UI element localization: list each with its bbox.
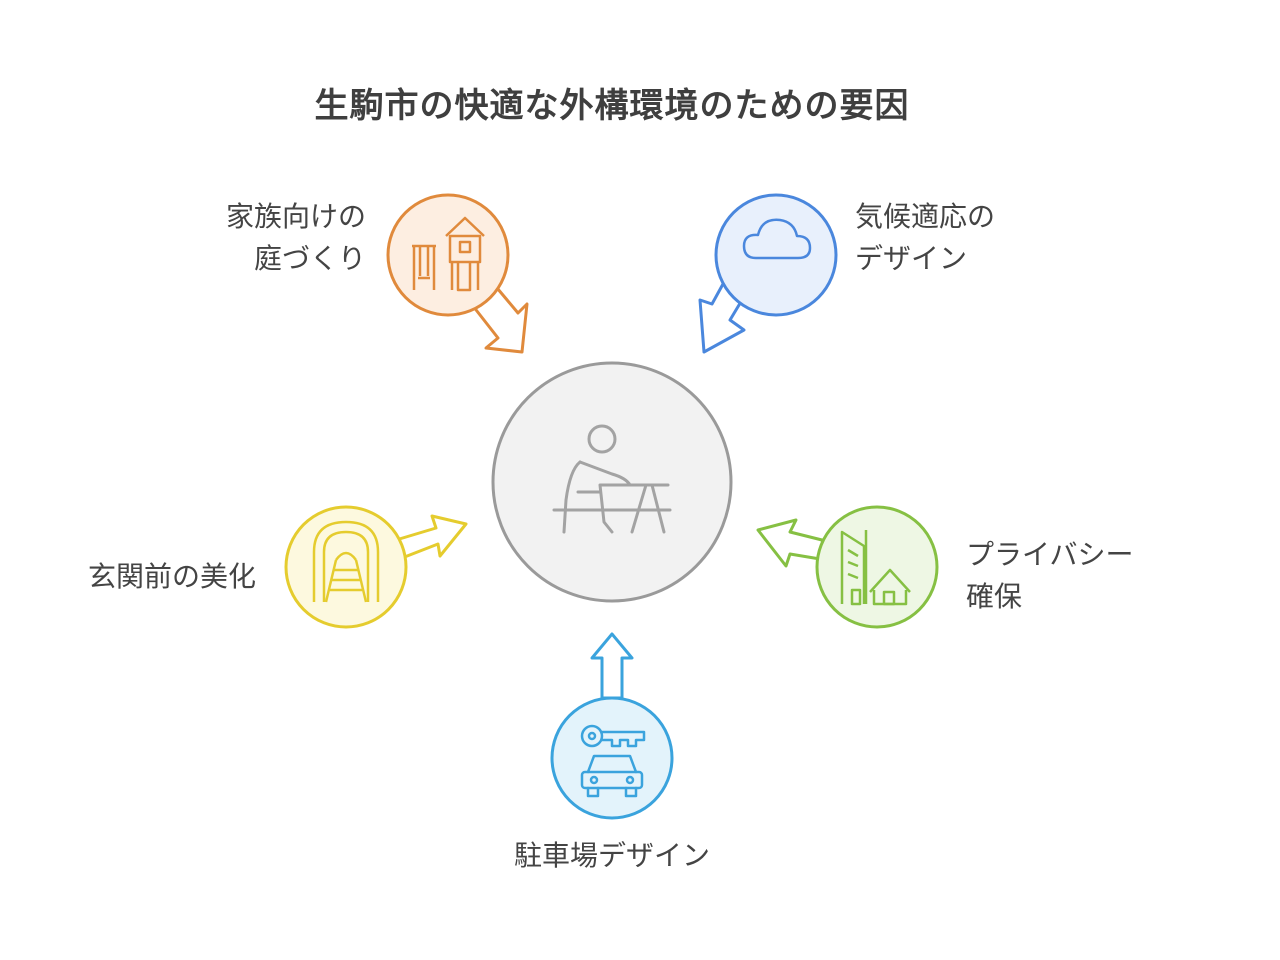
arrow-shape <box>756 518 828 568</box>
climate-design-node <box>698 193 838 354</box>
playground-icon <box>412 216 485 292</box>
family-garden-label-line1: 家族向けの <box>225 200 366 233</box>
center-node <box>491 361 733 603</box>
privacy-node <box>756 505 939 629</box>
arrow-shape <box>394 514 468 562</box>
houses-icon <box>840 530 911 606</box>
family-garden-label: 家族向けの 庭づくり <box>196 196 366 280</box>
climate-design-label-line1: 気候適応の <box>855 200 996 233</box>
climate-design-label: 気候適応の デザイン <box>855 196 1055 280</box>
person-at-table-icon <box>552 424 672 534</box>
cloud-icon <box>742 218 812 260</box>
diagram-title: 生駒市の快適な外構環境のための要因 <box>314 86 910 126</box>
entrance-beautification-node <box>284 505 468 629</box>
parking-design-node <box>550 632 674 820</box>
privacy-label: プライバシー 確保 <box>966 534 1186 618</box>
parking-design-label-line1: 駐車場デザイン <box>513 839 710 872</box>
privacy-label-line2: 確保 <box>966 580 1023 613</box>
family-garden-node <box>386 193 529 354</box>
privacy-label-line1: プライバシー <box>966 538 1134 571</box>
car-key-icon <box>580 724 646 798</box>
entrance-beautification-label: 玄関前の美化 <box>40 556 256 598</box>
parking-design-label: 駐車場デザイン <box>462 835 762 877</box>
arrow-shape <box>590 632 634 700</box>
entrance-beautification-label-line1: 玄関前の美化 <box>87 560 256 593</box>
entrance-path-icon <box>312 520 380 603</box>
climate-design-label-line2: デザイン <box>855 242 968 275</box>
family-garden-label-line2: 庭づくり <box>253 242 366 275</box>
